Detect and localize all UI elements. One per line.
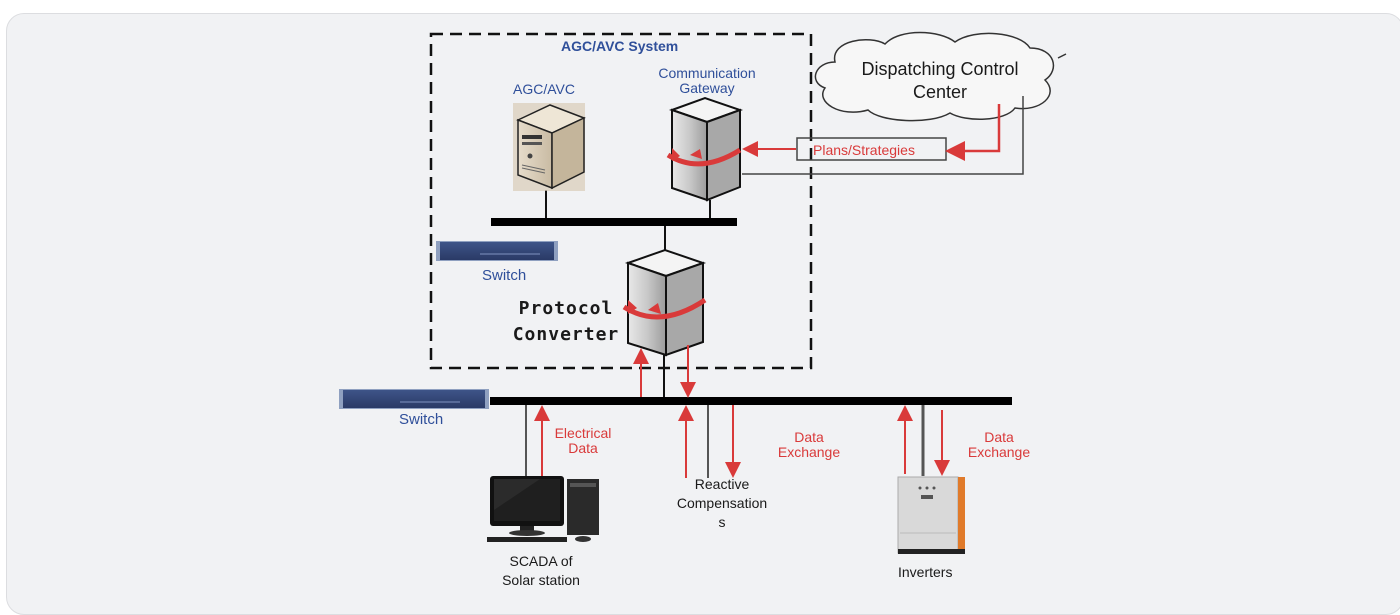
- scada-computer-icon: [487, 476, 599, 542]
- inverter-cabinet-icon: [897, 476, 965, 554]
- dispatch-to-plans-arrow: [945, 104, 1001, 161]
- protocol-converter-label: Protocol Converter: [506, 296, 626, 348]
- upper-bus: [491, 218, 737, 226]
- switch-upper-label: Switch: [482, 267, 527, 284]
- gateway-to-dispatch-line: [742, 96, 1024, 175]
- reactive-compensation-line2: Compensation: [676, 494, 768, 511]
- dispatch-center-label: Dispatching Control Center: [842, 58, 1038, 103]
- lower-bus: [490, 397, 1012, 405]
- reactive-compensation-line3: s: [718, 513, 726, 530]
- inverters-label: Inverters: [898, 564, 953, 580]
- scada-label-line1: SCADA of: [509, 553, 573, 569]
- agc-avc-system-boundary: [429, 32, 813, 370]
- dispatch-center-label-line2: Center: [912, 81, 968, 102]
- diagram-canvas: [339, 31, 1067, 554]
- communication-gateway-icon: [666, 96, 744, 202]
- scada-label: SCADA of Solar station: [485, 552, 597, 590]
- electrical-data-label: Electrical Data: [545, 425, 621, 457]
- data-exchange-2-line1: Data: [984, 429, 1014, 445]
- electrical-data-line2: Data: [568, 440, 598, 457]
- data-exchange-1-line2: Exchange: [777, 444, 841, 461]
- data-exchange-2-line2: Exchange: [967, 444, 1031, 461]
- data-exchange-1-line1: Data: [794, 429, 824, 445]
- dispatch-center-cloud: [814, 31, 1055, 122]
- reactive-compensation-line1: Reactive: [694, 476, 750, 492]
- protocol-converter-label-line2: Converter: [512, 324, 620, 346]
- protocol-converter-icon: [622, 248, 707, 357]
- comm-gateway-label: Communication Gateway: [645, 65, 769, 97]
- plans-strategies-label: Plans/Strategies: [813, 142, 915, 158]
- dispatch-center-label-line1: Dispatching Control: [861, 59, 1019, 79]
- agc-avc-server-icon: [513, 103, 586, 191]
- agc-avc-system-title: AGC/AVC System: [561, 38, 679, 54]
- comm-gateway-label-line1: Communication: [658, 65, 756, 81]
- data-exchange-1-label: Data Exchange: [767, 429, 851, 461]
- agc-avc-label: AGC/AVC: [513, 81, 575, 97]
- cloud-tick-mark: [1057, 53, 1067, 59]
- switch-upper-icon: [436, 241, 558, 261]
- switch-lower-icon: [339, 389, 489, 409]
- comm-gateway-label-line2: Gateway: [679, 80, 735, 97]
- reactive-compensation-label: Reactive Compensation s: [660, 475, 784, 532]
- protocol-converter-label-line1: Protocol: [518, 298, 614, 319]
- scada-label-line2: Solar station: [502, 571, 580, 588]
- data-exchange-2-label: Data Exchange: [957, 429, 1041, 461]
- electrical-data-line1: Electrical: [554, 425, 612, 441]
- switch-lower-label: Switch: [399, 411, 444, 428]
